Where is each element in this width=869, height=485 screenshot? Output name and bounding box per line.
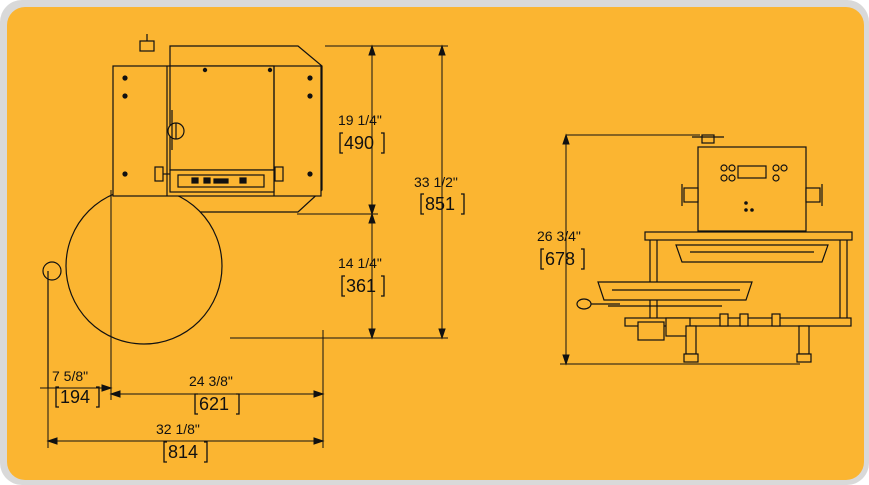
body-width-metric: 621 xyxy=(199,394,229,414)
side-view-machine xyxy=(576,134,853,363)
offset-left-metric: 194 xyxy=(60,387,90,407)
bottom-height-imperial: 14 1/4" xyxy=(338,255,382,271)
top-height-imperial: 19 1/4" xyxy=(338,112,382,128)
total-width-imperial: 32 1/8" xyxy=(156,421,200,437)
dim-lines-vertical xyxy=(230,44,448,340)
total-depth-imperial: 33 1/2" xyxy=(414,174,458,190)
body-width-imperial: 24 3/8" xyxy=(189,373,233,389)
top-height-metric: 490 xyxy=(344,133,374,153)
dimension-labels: 19 1/4" 490 14 1/4" 361 33 1/2" 851 26 3… xyxy=(52,112,581,462)
dim-lines-horizontal xyxy=(40,190,325,448)
total-depth-metric: 851 xyxy=(425,194,455,214)
metric-brackets xyxy=(55,132,585,463)
total-width-metric: 814 xyxy=(168,442,198,462)
bottom-height-metric: 361 xyxy=(346,276,376,296)
side-height-imperial: 26 3/4" xyxy=(537,228,581,244)
side-height-metric: 678 xyxy=(545,249,575,269)
dim-lines-side xyxy=(560,133,800,366)
offset-left-imperial: 7 5/8" xyxy=(52,368,88,384)
top-view-machine xyxy=(42,34,323,388)
